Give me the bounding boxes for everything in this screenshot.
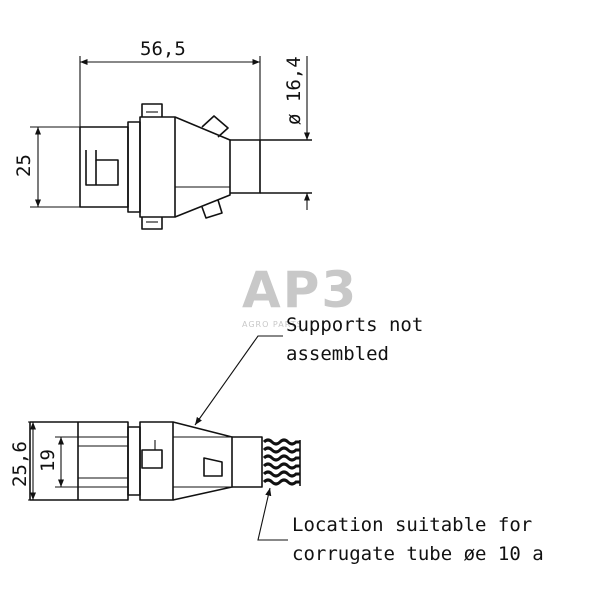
dim-inner-height: 19 — [37, 436, 78, 488]
note-location-line1: Location suitable for — [292, 514, 532, 536]
dim-diameter: ø 16,4 — [283, 56, 311, 210]
note-supports: Supports not assembled — [194, 314, 423, 426]
bottom-housing — [139, 421, 174, 501]
bottom-latch — [141, 449, 163, 469]
dim-height-top: 25 — [13, 126, 80, 208]
dim-outer-height-label: 25,6 — [9, 441, 31, 487]
top-tab-lower-right — [201, 199, 223, 219]
top-collar — [127, 121, 141, 213]
dim-length: 56,5 — [79, 38, 261, 193]
watermark-logo: AP3 AGRO PARTS — [242, 261, 358, 329]
top-tab-upper-left — [141, 103, 163, 117]
watermark-tagline: AGRO PARTS — [242, 320, 303, 329]
note-supports-line2: assembled — [286, 343, 389, 365]
bottom-collar — [127, 426, 141, 496]
bottom-clip — [203, 457, 223, 477]
note-supports-line1: Supports not — [286, 314, 423, 336]
top-plug-slot — [85, 150, 119, 186]
dim-outer-height: 25,6 — [9, 421, 80, 501]
top-neck — [230, 139, 261, 194]
top-tab-lower-left — [141, 217, 163, 230]
top-housing — [139, 116, 176, 218]
bottom-neck — [232, 436, 263, 488]
dim-height-top-label: 25 — [13, 154, 35, 177]
dim-length-label: 56,5 — [140, 38, 186, 60]
top-cone — [174, 116, 231, 218]
note-location: Location suitable for corrugate tube øe … — [257, 487, 544, 565]
top-view-connector — [79, 103, 312, 230]
corrugated-tube — [262, 438, 301, 486]
top-plug-body — [79, 126, 129, 208]
bottom-view-connector — [29, 421, 301, 501]
bottom-cone — [172, 421, 233, 501]
dim-inner-height-label: 19 — [37, 449, 59, 472]
dim-diameter-label: ø 16,4 — [283, 56, 305, 125]
watermark-logo-text: AP3 — [242, 261, 358, 319]
note-location-line2: corrugate tube øe 10 a — [292, 543, 544, 565]
top-tab-upper-right — [201, 115, 229, 138]
